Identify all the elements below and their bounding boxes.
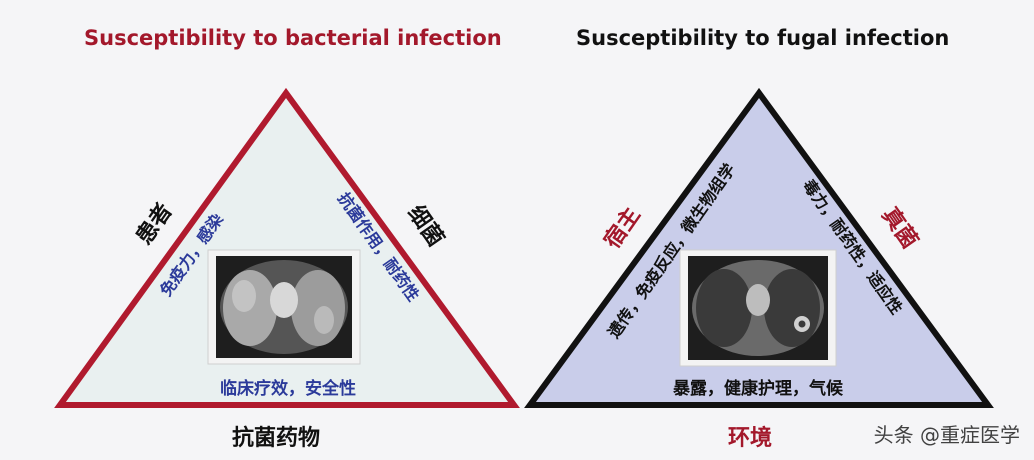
environment-label: 环境 [728, 426, 773, 451]
host-label: 宿主 [599, 203, 646, 254]
antibiotic-label: 抗菌药物 [232, 426, 321, 451]
left-triangle [54, 87, 520, 408]
left-triangle-group: 患者 免疫力，感染 细菌 抗菌作用，耐药性 临床疗效，安全性 [54, 87, 520, 408]
right-triangle-group: 宿主 遗传，免疫反应，微生物组学 真菌 毒力，耐药性，适应性 暴露，健康护理，气… [524, 87, 994, 408]
left-panel-title: Susceptibility to bacterial infection [84, 26, 502, 50]
right-triangle [524, 87, 994, 408]
left-ct-image [207, 249, 361, 365]
fungus-label: 真菌 [876, 203, 923, 254]
right-base-detail: 暴露，健康护理，气候 [672, 378, 844, 399]
right-side-label: 细菌 [402, 201, 449, 252]
right-panel-title: Susceptibility to fugal infection [576, 26, 950, 50]
left-base-detail: 临床疗效，安全性 [220, 378, 356, 399]
watermark: 头条 @重症医学 [873, 423, 1020, 447]
right-ct-image [679, 249, 837, 367]
left-side-label: 患者 [131, 199, 178, 250]
